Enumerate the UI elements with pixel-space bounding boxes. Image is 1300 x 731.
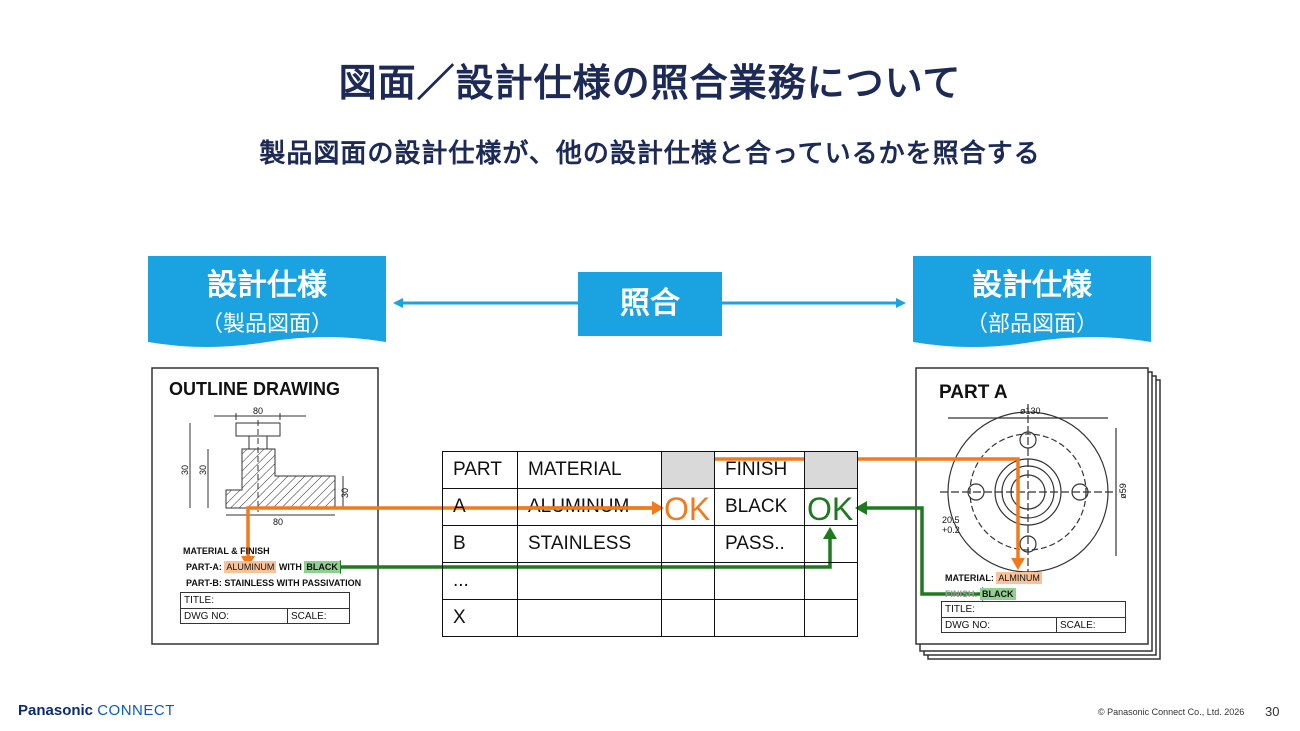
cell-finish (714, 562, 805, 600)
part-a-title-row: TITLE: (942, 602, 1125, 618)
part-a-material-label: MATERIAL: (945, 573, 994, 583)
title-row: TITLE: (181, 593, 349, 609)
dwg-row: DWG NO: SCALE: (181, 609, 349, 624)
part-a-title-label: TITLE: (945, 604, 976, 615)
part-a-dim-left2: +0.2 (942, 525, 960, 535)
part-a-title: PART A (939, 382, 1008, 403)
orange-arrowhead-part-a (1011, 558, 1025, 570)
cell-material: ALUMINUM (517, 488, 662, 526)
part-a-dwg-label: DWG NO: (945, 620, 990, 631)
cell-material (517, 599, 662, 637)
outline-drawing-sketch (189, 413, 344, 516)
right-banner-shape (913, 256, 1151, 347)
part-a-material-line: MATERIAL: ALMINUM (945, 572, 1042, 584)
cell-part: A (442, 488, 518, 526)
header-finish-check (804, 451, 858, 489)
copyright: © Panasonic Connect Co., Ltd. 2026 (1098, 707, 1245, 717)
table-row: X (442, 599, 858, 637)
cell-part: ... (442, 562, 518, 600)
cell-material (517, 562, 662, 600)
spec-table: PART MATERIAL FINISH A ALUMINUM BLACK B … (442, 451, 858, 637)
cell-material-check (661, 599, 715, 637)
cell-finish: BLACK (714, 488, 805, 526)
cell-material: STAINLESS (517, 525, 662, 563)
brand-logo: Panasonic CONNECT (18, 702, 175, 719)
part-a-material-value: ALMINUM (996, 572, 1042, 584)
compare-box: 照合 (578, 272, 722, 336)
part-a-finish-highlight: BLACK (304, 561, 340, 573)
table-row: ... (442, 562, 858, 600)
table-row: B STAINLESS PASS.. (442, 525, 858, 563)
part-a-finish-value: BLACK (980, 588, 1016, 600)
cell-finish-check (804, 562, 858, 600)
cell-material-check (661, 562, 715, 600)
dim-left1: 30 (180, 464, 191, 476)
table-header-row: PART MATERIAL FINISH (442, 451, 858, 489)
cell-finish: PASS.. (714, 525, 805, 563)
left-banner-line1: 設計仕様 (207, 268, 327, 303)
cell-part: B (442, 525, 518, 563)
header-material: MATERIAL (517, 451, 662, 489)
scale-label: SCALE: (287, 609, 327, 624)
part-a-with: WITH (278, 562, 302, 572)
part-a-dim-right: ø59 (1117, 483, 1128, 499)
right-banner-line2: （部品図面） (965, 312, 1098, 337)
page-subtitle: 製品図面の設計仕様が、他の設計仕様と合っているかを照合する (259, 139, 1041, 169)
outline-title-block: TITLE: DWG NO: SCALE: (180, 592, 350, 624)
part-a-line: PART-A: ALUMINUM WITH BLACK (186, 561, 340, 573)
part-a-dim-top: ø130 (1020, 406, 1041, 416)
dim-right: 30 (340, 487, 351, 499)
part-a-material-highlight: ALUMINUM (224, 561, 277, 573)
green-connector-right (864, 506, 986, 596)
right-banner-line1: 設計仕様 (972, 268, 1092, 303)
left-banner-line2: （製品図面） (200, 312, 333, 337)
part-a-finish-line: FINISH: BLACK (945, 588, 1016, 600)
page-title: 図面／設計仕様の照合業務について (338, 61, 962, 105)
dim-bottom: 80 (273, 517, 284, 527)
brand-sub: CONNECT (97, 702, 175, 719)
header-material-check (661, 451, 715, 489)
cell-finish-check (804, 525, 858, 563)
part-a-title-block: TITLE: DWG NO: SCALE: (941, 601, 1126, 633)
header-finish: FINISH (714, 451, 805, 489)
brand-main: Panasonic (18, 702, 94, 719)
left-banner: 設計仕様 （製品図面） (148, 260, 386, 338)
dwg-label: DWG NO: (184, 611, 229, 622)
part-a-dwg-row: DWG NO: SCALE: (942, 618, 1125, 633)
page-number: 30 (1265, 704, 1280, 719)
table-row: A ALUMINUM BLACK (442, 488, 858, 526)
right-banner: 設計仕様 （部品図面） (913, 260, 1151, 338)
left-banner-shape (148, 256, 386, 347)
ok-finish: OK (807, 491, 854, 527)
part-a-sheet (915, 367, 1149, 645)
green-arrowhead-finish (855, 501, 867, 515)
part-a-finish-label: FINISH: (945, 589, 978, 599)
part-a-dim-left: 20.5 (942, 515, 960, 525)
header-part: PART (442, 451, 518, 489)
part-a-scale-label: SCALE: (1056, 618, 1096, 633)
cell-finish (714, 599, 805, 637)
title-label: TITLE: (184, 595, 215, 606)
cell-material-check (661, 525, 715, 563)
dim-top: 80 (253, 406, 264, 416)
outline-drawing-title: OUTLINE DRAWING (169, 379, 340, 399)
part-b-line: PART-B: STAINLESS WITH PASSIVATION (186, 578, 362, 588)
ok-material: OK (664, 491, 711, 527)
cell-finish-check (804, 599, 858, 637)
material-heading: MATERIAL & FINISH (183, 546, 270, 556)
dim-left2: 30 (198, 464, 209, 476)
cell-finish-check (804, 488, 858, 526)
part-a-prefix: PART-A: (186, 562, 222, 572)
cell-part: X (442, 599, 518, 637)
